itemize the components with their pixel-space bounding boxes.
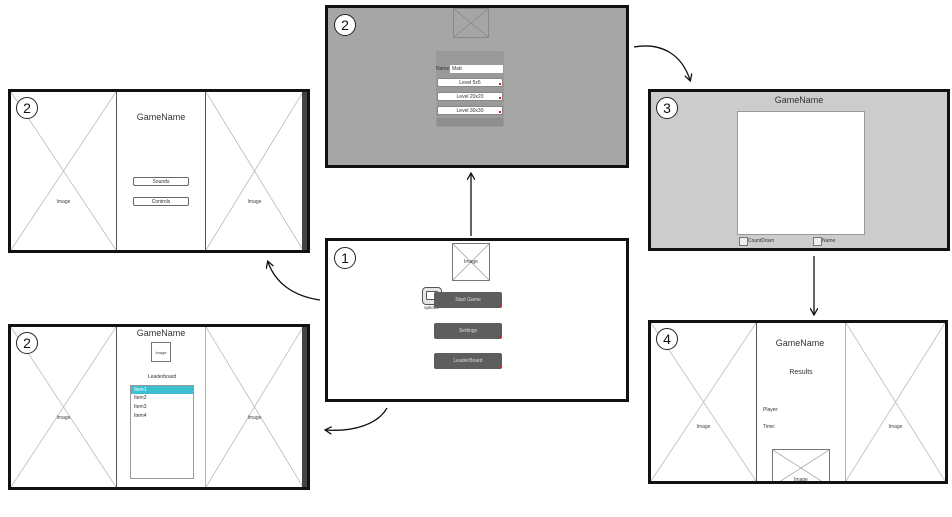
image-label: Image <box>247 199 262 205</box>
level-label: Level 20x20 <box>456 94 484 100</box>
player-label: Player: <box>763 407 779 413</box>
logo-image-placeholder: Image <box>151 342 171 362</box>
image-label: Image <box>888 424 903 430</box>
name-label: Name <box>822 238 836 244</box>
step-badge: 2 <box>16 97 38 119</box>
dialog-panel: Name Matt Level 5x5 Level 20x20 Level 30… <box>436 51 504 127</box>
dialog-footer-button[interactable] <box>437 118 503 126</box>
game-title: GameName <box>775 338 825 348</box>
list-item[interactable]: Item1 <box>131 386 193 394</box>
name-checkbox[interactable] <box>813 237 822 246</box>
list-item[interactable]: Item3 <box>134 404 147 410</box>
button-label: Start Game <box>455 297 481 303</box>
leaderboard-list[interactable]: Item1 Item2 Item3 Item4 <box>130 385 194 479</box>
step-badge: 2 <box>334 14 356 36</box>
list-item[interactable]: Item2 <box>134 395 147 401</box>
step-badge: 2 <box>16 332 38 354</box>
game-title: GameName <box>136 328 186 338</box>
scrollbar[interactable] <box>302 92 307 250</box>
red-marker <box>499 336 501 338</box>
list-item[interactable]: Item4 <box>134 413 147 419</box>
step-badge: 4 <box>656 328 678 350</box>
start-dialog-screen: 2 Name Matt Level 5x5 Level 20x20 Level … <box>325 5 629 168</box>
logo-image-placeholder <box>453 8 489 38</box>
results-screen: 4 Image GameName Results Player: Time: I… <box>648 320 948 484</box>
red-marker <box>499 83 501 85</box>
arrow-to-settings <box>268 262 321 301</box>
game-board[interactable] <box>737 111 865 235</box>
arrow-to-leaderboard <box>326 407 388 430</box>
image-label: Image <box>247 415 262 421</box>
level-30x30-button[interactable]: Level 30x30 <box>437 106 503 115</box>
game-screen: 3 GameName CountDown Name <box>648 89 950 251</box>
leaderboard-heading: Leaderboard <box>147 374 177 380</box>
red-marker <box>499 305 501 307</box>
level-label: Level 5x5 <box>459 80 481 86</box>
countdown-checkbox[interactable] <box>739 237 748 246</box>
red-marker <box>499 111 501 113</box>
right-image-placeholder: Image <box>845 323 945 481</box>
arrow-to-game <box>633 45 690 80</box>
red-marker <box>499 366 501 368</box>
sounds-button[interactable]: Sounds <box>133 177 189 186</box>
right-image-placeholder: Image <box>205 327 303 487</box>
step-badge: 3 <box>656 97 678 119</box>
logo-image-placeholder: Image <box>452 243 490 281</box>
name-label: Name <box>436 66 450 72</box>
time-label: Time: <box>763 424 776 430</box>
countdown-label: CountDown <box>748 238 775 244</box>
image-label: Image <box>464 259 478 265</box>
settings-screen: 2 Image GameName Sounds Controls Image <box>8 89 310 253</box>
scrollbar[interactable] <box>302 327 307 487</box>
step-badge: 1 <box>334 247 356 269</box>
settings-button[interactable]: Settings <box>434 323 502 339</box>
leaderboard-screen: 2 Image GameName Image Leaderboard Item1… <box>8 324 310 490</box>
image-label: Image <box>696 424 711 430</box>
red-marker <box>499 97 501 99</box>
start-game-button[interactable]: Start Game <box>434 292 502 308</box>
level-5x5-button[interactable]: Level 5x5 <box>437 78 503 87</box>
game-title: GameName <box>136 112 186 122</box>
button-label: LeaderBoard <box>453 358 483 364</box>
level-label: Level 30x30 <box>456 108 484 114</box>
right-image-placeholder: Image <box>205 92 303 250</box>
game-title: GameName <box>774 95 824 105</box>
button-label: Settings <box>458 328 478 334</box>
results-heading: Results <box>789 369 813 376</box>
name-input[interactable]: Matt <box>450 65 503 73</box>
image-label: Image <box>56 199 71 205</box>
options-label: options <box>424 305 439 310</box>
main-menu-screen: 1 Image options Start Game Settings Lead… <box>325 238 629 402</box>
image-label: Image <box>155 350 167 355</box>
level-20x20-button[interactable]: Level 20x20 <box>437 92 503 101</box>
controls-button[interactable]: Controls <box>133 197 189 206</box>
leaderboard-button[interactable]: LeaderBoard <box>434 353 502 369</box>
image-label: Image <box>56 415 71 421</box>
image-label: Image <box>794 477 808 483</box>
bottom-image-placeholder: Image <box>772 449 830 483</box>
